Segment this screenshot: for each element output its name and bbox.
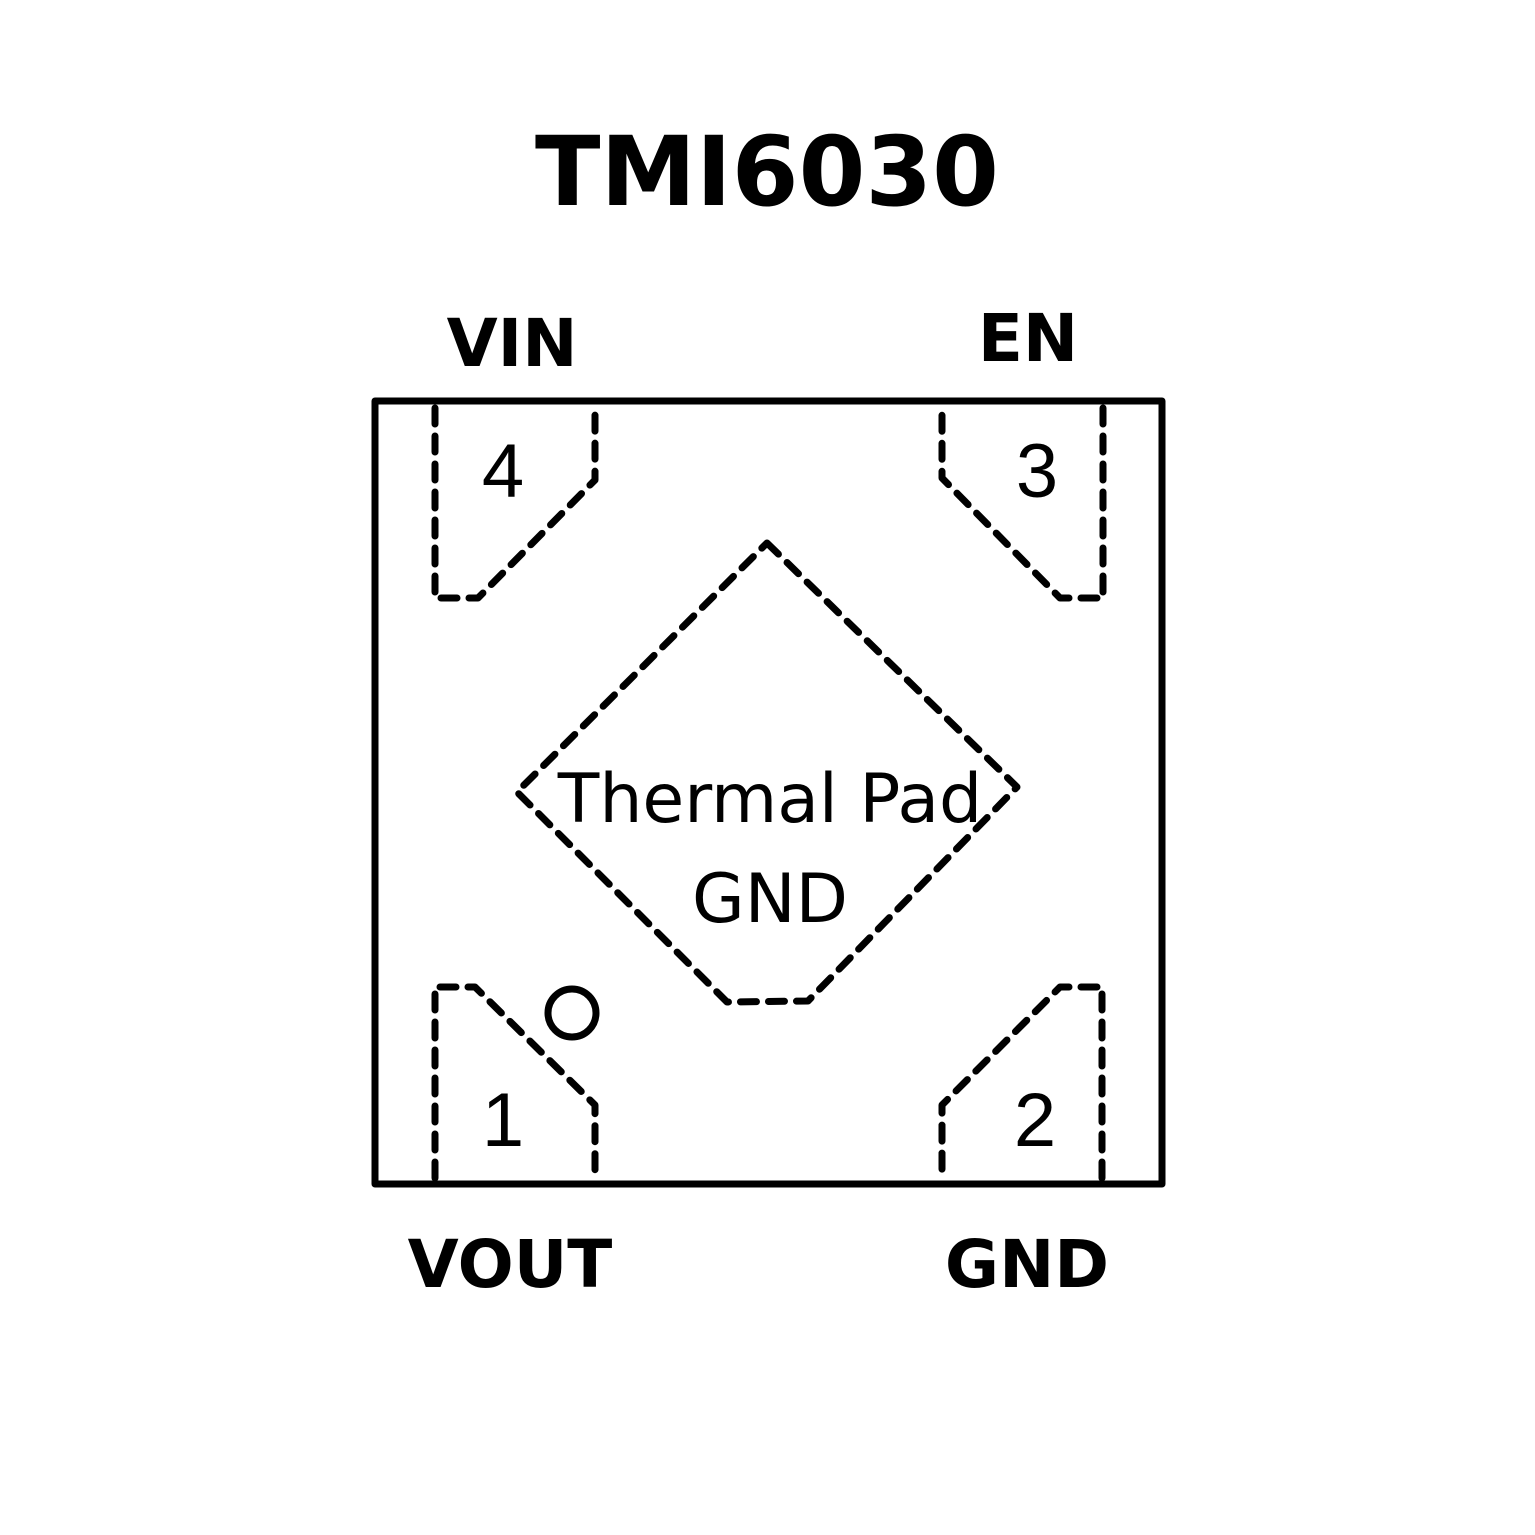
- thermal-pad-outline: [513, 539, 1021, 1006]
- pin-4-label: VIN: [447, 305, 578, 382]
- pin-2-label: GND: [945, 1226, 1109, 1303]
- pin-4-pad: [431, 404, 599, 602]
- pin-1-number: 1: [482, 1078, 524, 1163]
- pin-3-label: EN: [978, 300, 1078, 377]
- pin-1-label: VOUT: [408, 1226, 613, 1303]
- pin-3-pad: [938, 404, 1107, 602]
- pin-3-number: 3: [1016, 429, 1058, 514]
- chip-title: TMI6030: [535, 116, 999, 228]
- pin-4-number: 4: [482, 429, 524, 514]
- pin-1-indicator-icon: [544, 985, 600, 1041]
- thermal-pad-net: GND: [692, 860, 848, 939]
- pin-1-pad: [431, 983, 599, 1182]
- pin-2-pad: [938, 983, 1106, 1182]
- pin-2-number: 2: [1014, 1078, 1056, 1163]
- package-outline: [371, 397, 1166, 1188]
- thermal-pad-label: Thermal Pad: [557, 760, 982, 839]
